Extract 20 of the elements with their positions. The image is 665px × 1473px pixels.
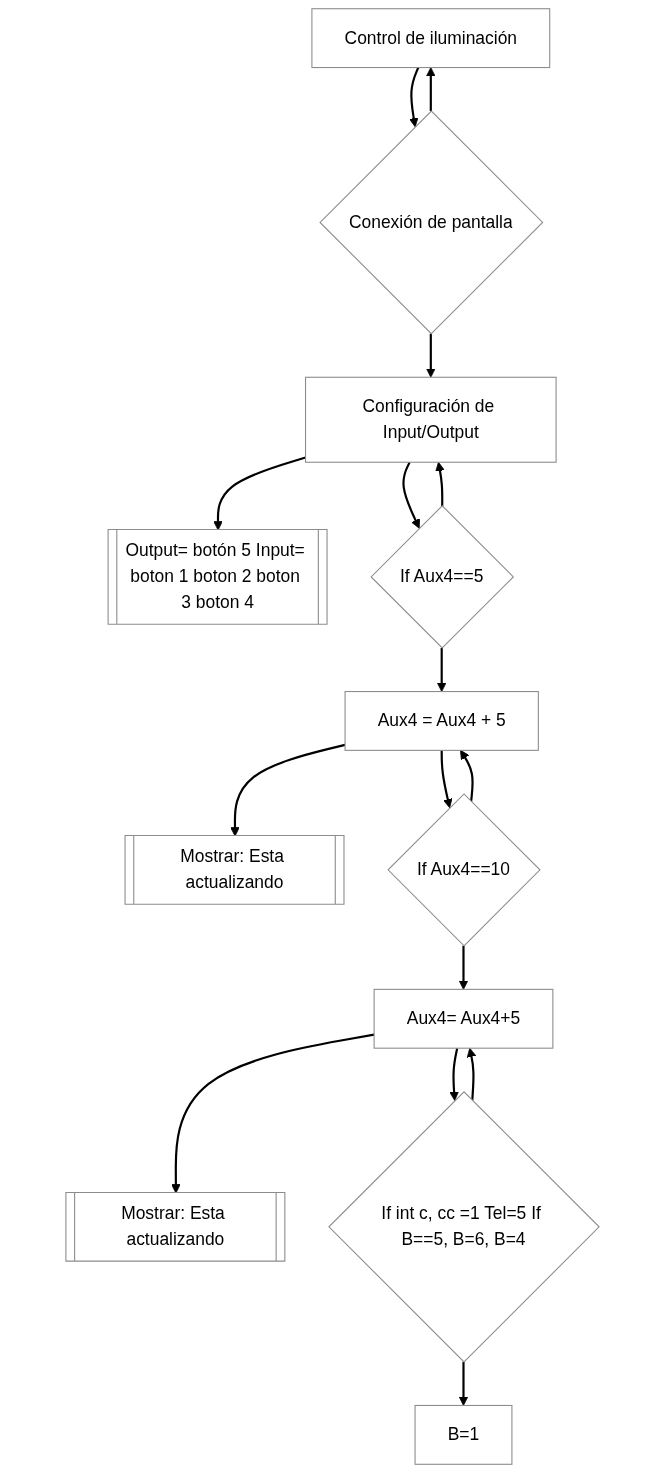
arrow	[449, 1047, 459, 1101]
arrow	[440, 750, 453, 809]
node-box: Aux4 = Aux4 + 5	[344, 691, 539, 751]
arrow	[402, 461, 420, 529]
node-diamond: If int c, cc =1 Tel=5 If B==5, B=6, B=4	[328, 1090, 600, 1363]
arrow	[458, 945, 469, 990]
arrow	[436, 647, 447, 692]
arrow	[435, 461, 445, 507]
node-box: B=1	[414, 1404, 513, 1465]
arrow	[458, 1361, 469, 1406]
arrow	[466, 1047, 477, 1101]
node-box: Aux4= Aux4+5	[373, 988, 554, 1049]
node-box: Control de iluminación	[311, 8, 551, 69]
arrow	[426, 67, 436, 112]
node-diamond: If Aux4==10	[387, 793, 541, 947]
arrow	[426, 333, 436, 378]
node-box: Configuración de Input/Output	[305, 376, 557, 463]
node-diamond: If Aux4==5	[370, 505, 515, 649]
node-diamond: Conexión de pantalla	[319, 110, 544, 335]
arrow	[409, 67, 420, 128]
